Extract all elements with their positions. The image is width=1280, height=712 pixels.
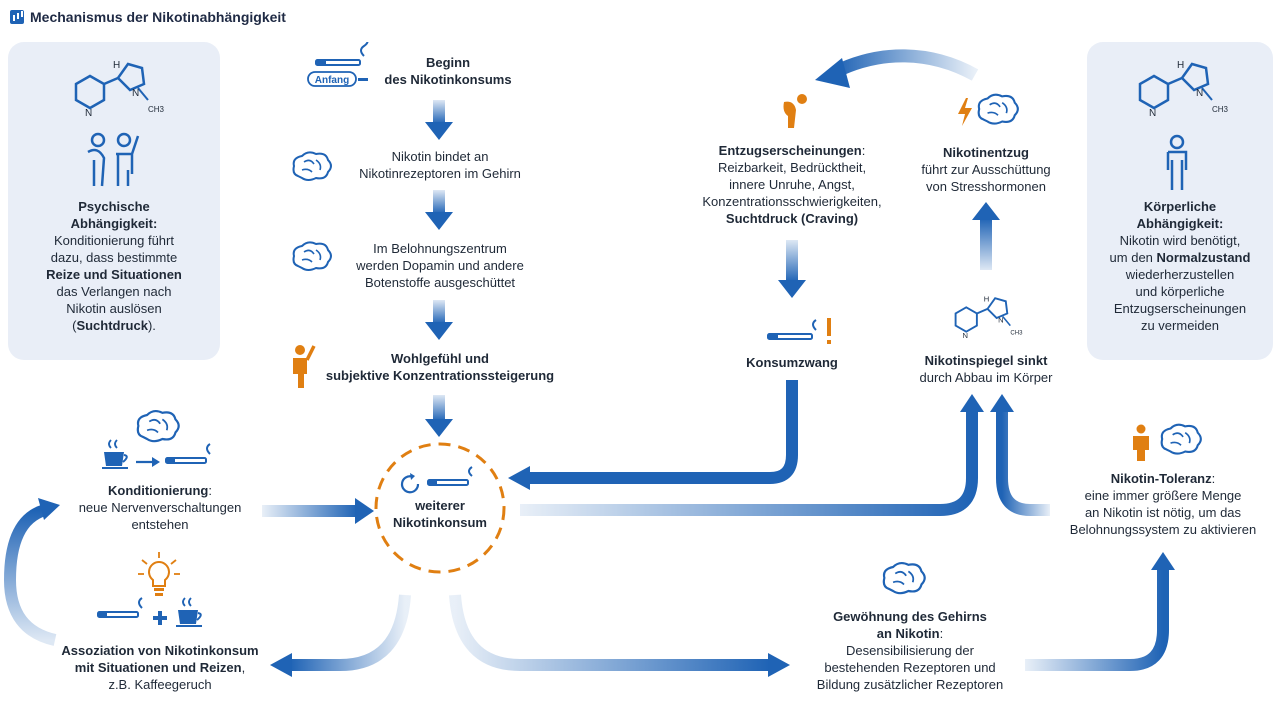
- tolerance-node: Nikotin-Toleranz: eine immer größere Men…: [1069, 471, 1257, 537]
- svg-text:N: N: [132, 88, 139, 99]
- svg-text:N: N: [1149, 108, 1156, 119]
- withdrawal-symptoms-node: Entzugserscheinungen: Reizbarkeit, Bedrü…: [702, 143, 882, 226]
- brain-icon: [292, 151, 332, 181]
- wellbeing-node: Wohlgefühl und subjektive Konzentrations…: [325, 351, 555, 383]
- physical-dependency-panel: [1087, 42, 1273, 360]
- svg-text:H: H: [984, 294, 989, 303]
- svg-text:N: N: [962, 331, 967, 340]
- reward-node: Im Belohnungszentrum werden Dopamin und …: [356, 241, 524, 290]
- recycle-icon: [400, 473, 420, 494]
- arrow-right-icon: [136, 457, 160, 467]
- conditioning-node: Konditionierung: neue Nervenverschaltung…: [78, 483, 242, 532]
- page-title: Mechanismus der Nikotinabhängigkeit: [10, 9, 286, 25]
- cigarette-icon: [97, 597, 143, 618]
- association-node: Assoziation von Nikotinkonsum mit Situat…: [61, 643, 259, 692]
- chart-logo-icon: [10, 10, 24, 24]
- habituation-node: Gewöhnung des Gehirns an Nikotin: Desens…: [816, 609, 1004, 692]
- psychic-dependency-text: Psychische Abhängigkeit: Konditionierung…: [46, 199, 182, 333]
- person-icon: [1166, 134, 1188, 190]
- coffee-cup-icon: [102, 439, 128, 469]
- psychic-dependency-panel: [8, 42, 220, 360]
- coffee-cup-icon: [176, 597, 202, 627]
- svg-text:N: N: [1196, 88, 1203, 99]
- further-consumption-node: weiterer Nikotinkonsum: [393, 498, 487, 530]
- down-arrows-center: [425, 100, 453, 437]
- brain-icon: [292, 241, 332, 271]
- happy-person-icon: [293, 345, 316, 388]
- withdrawal-node: Nikotinentzug führt zur Ausschüttung von…: [921, 145, 1051, 194]
- svg-text:CH3: CH3: [1212, 105, 1229, 114]
- binds-node: Nikotin bindet an Nikotinrezeptoren im G…: [359, 149, 521, 181]
- brain-icon: [977, 93, 1019, 125]
- compulsion-node: Konsumzwang: [746, 355, 838, 370]
- svg-text:N: N: [85, 108, 92, 119]
- plus-icon: [153, 611, 167, 625]
- brain-icon: [882, 561, 926, 595]
- suffering-person-icon: [783, 94, 807, 128]
- people-icon: [87, 132, 140, 187]
- svg-text:CH3: CH3: [148, 105, 165, 114]
- lightning-icon: [958, 98, 972, 126]
- cigarette-icon: [165, 443, 211, 464]
- brain-icon: [136, 409, 180, 443]
- cigarette-icon: [767, 319, 817, 340]
- cigarette-icon: Anfang: [307, 42, 369, 87]
- person-icon: [1133, 424, 1149, 461]
- svg-text:N: N: [998, 316, 1003, 325]
- physical-dependency-text: Körperliche Abhängigkeit: Nikotin wird b…: [1109, 199, 1251, 333]
- nicotine-molecule-icon: H N N CH3: [954, 294, 1023, 340]
- start-node: Beginn des Nikotinkonsums: [384, 55, 512, 87]
- nicotine-level-node: Nikotinspiegel sinkt durch Abbau im Körp…: [919, 353, 1053, 385]
- lightbulb-icon: [138, 552, 180, 596]
- exclamation-icon: [827, 318, 831, 344]
- svg-text:H: H: [1177, 60, 1184, 71]
- brain-icon: [1160, 423, 1202, 455]
- cigarette-icon: [427, 466, 473, 486]
- nicotine-molecule-icon: H N N CH3: [74, 60, 165, 119]
- svg-text:CH3: CH3: [1010, 330, 1023, 337]
- svg-text:H: H: [113, 60, 120, 71]
- svg-text:Anfang: Anfang: [315, 75, 349, 86]
- nicotine-molecule-icon: H N N CH3: [1138, 60, 1229, 119]
